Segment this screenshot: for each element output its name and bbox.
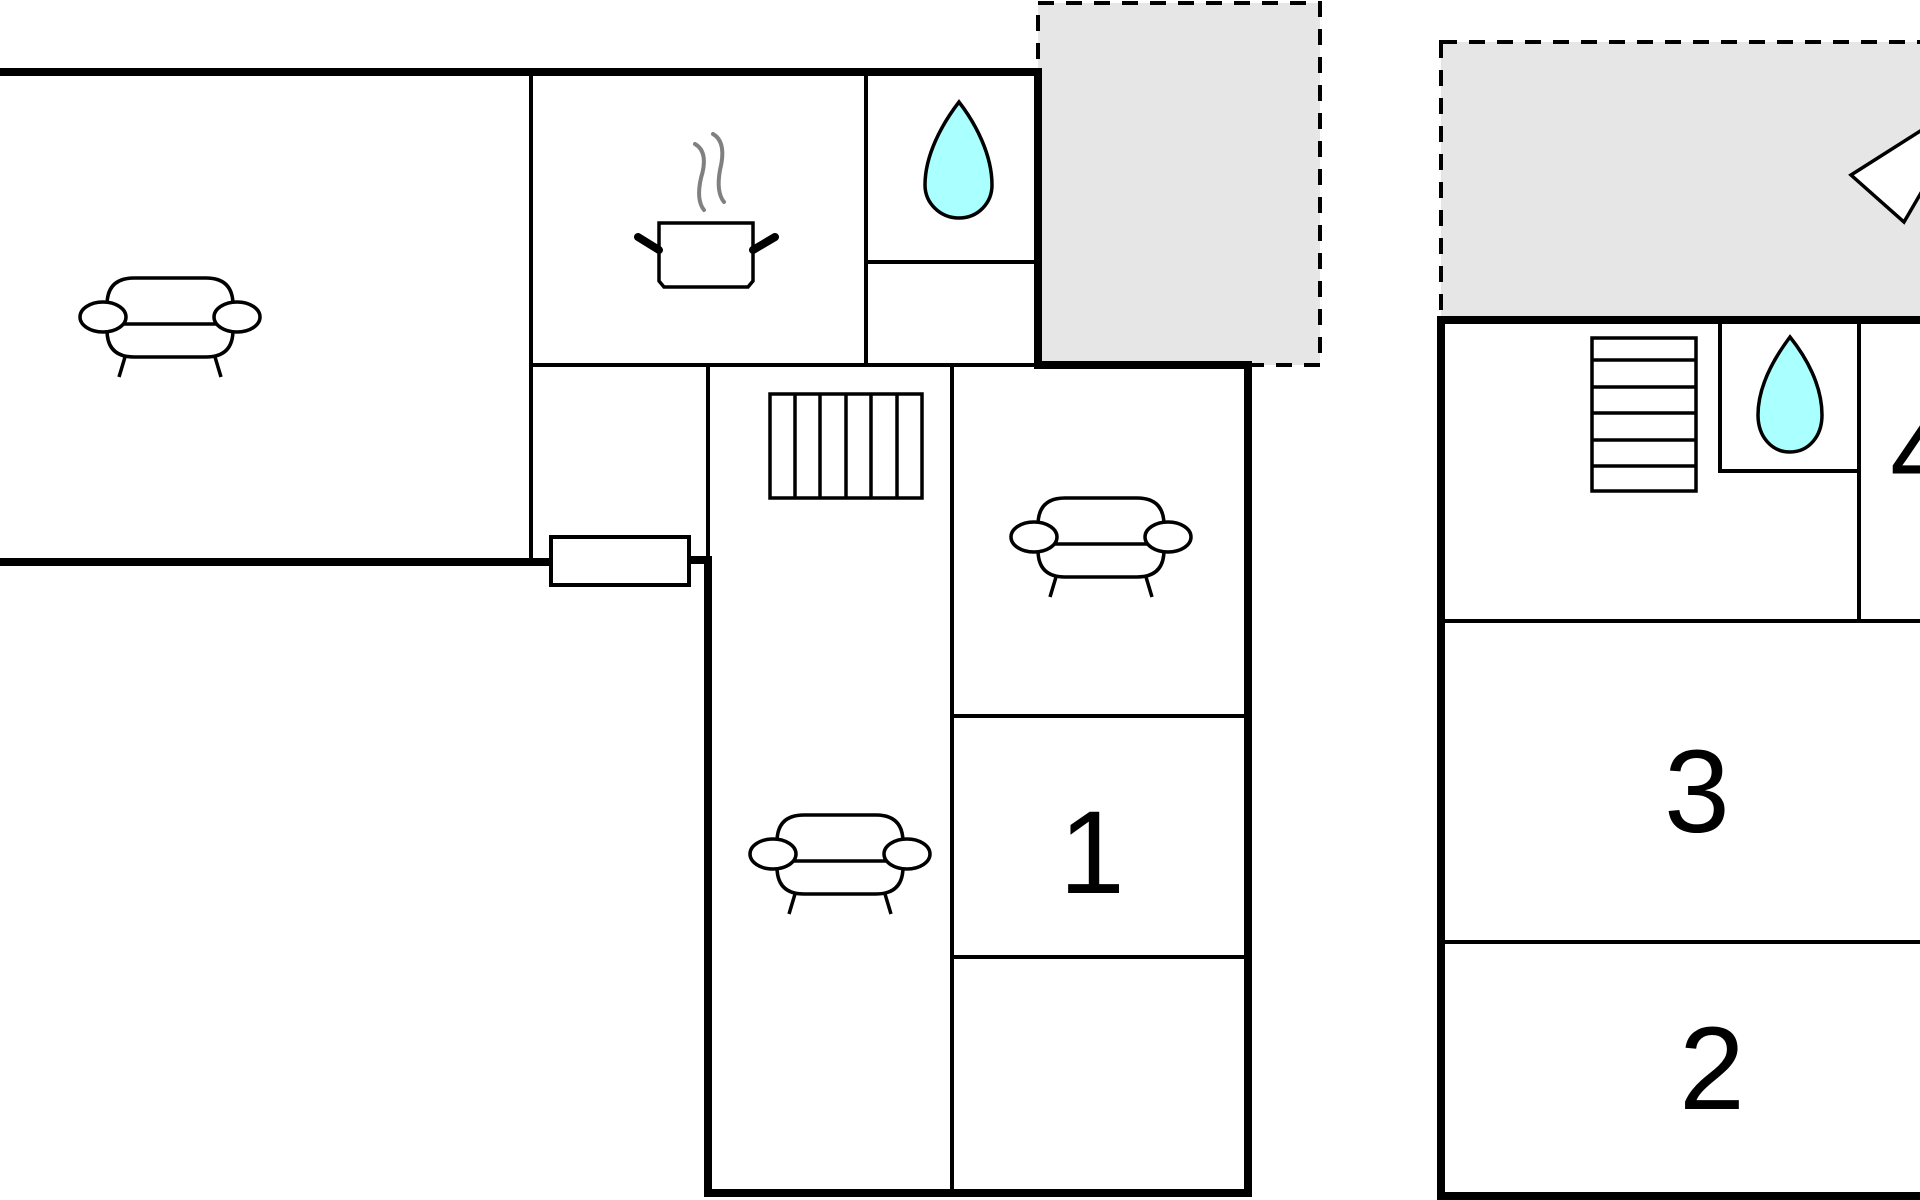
stairs-icon: [1590, 336, 1698, 493]
room-label-3: 3: [1664, 726, 1730, 858]
left-building-walls: [0, 68, 1252, 1197]
terraces: [1036, 1, 1920, 367]
left-building-interior-walls: [529, 72, 1248, 1193]
cooking-pot-icon: [634, 132, 779, 289]
sofa-icon: [78, 276, 262, 378]
room-label-4: 4: [1890, 386, 1920, 518]
terrace-upper-left: [1036, 1, 1322, 367]
outer-wall-main: [0, 68, 1252, 1197]
sofa-icon: [1009, 496, 1193, 598]
water-drop-icon: [923, 99, 994, 220]
sofa-icon: [748, 813, 932, 915]
radiator-icon: [768, 392, 924, 500]
right-outer-wall: [1437, 316, 1920, 1200]
door-icon: [549, 535, 691, 587]
right-building-walls: [1437, 316, 1920, 1200]
room-label-2: 2: [1679, 1003, 1745, 1135]
room-label-1: 1: [1059, 787, 1125, 919]
water-drop-icon: [1756, 334, 1824, 454]
terrace-partial-icon: [1848, 129, 1920, 225]
terrace-upper-right: [1439, 40, 1920, 322]
